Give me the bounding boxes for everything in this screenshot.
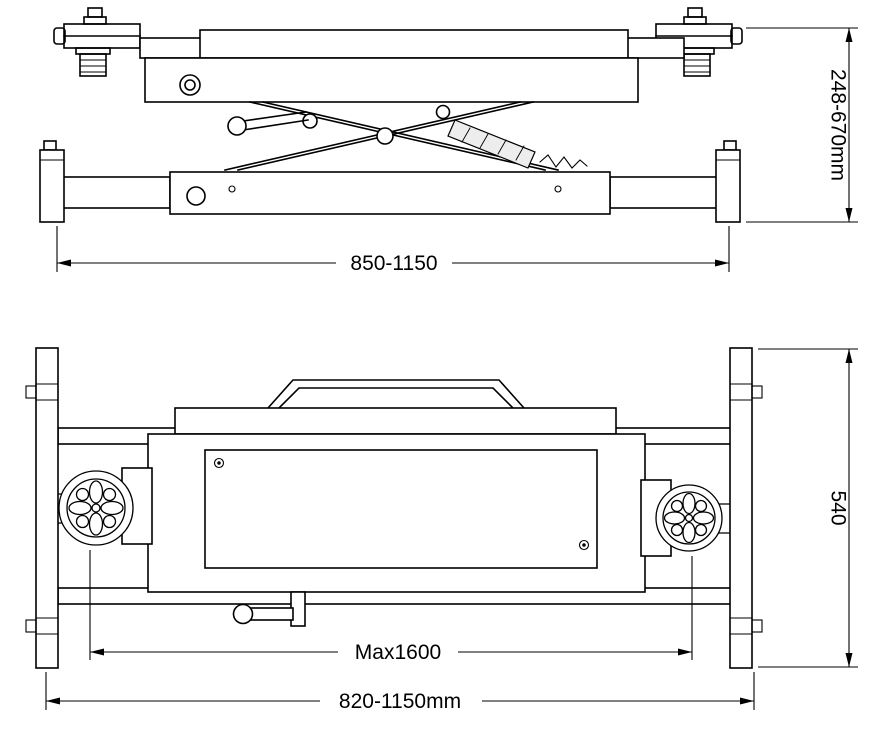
arrowhead: [740, 697, 754, 705]
side-left-end-assembly: [53, 7, 141, 77]
center-pivot-pin: [376, 127, 394, 145]
scissor-mechanism: [224, 101, 588, 171]
arrowhead: [845, 208, 853, 222]
arrowhead: [678, 648, 692, 656]
arrowhead: [845, 28, 853, 42]
dim-plan-max-span: Max1600: [89, 550, 693, 664]
clamp-screw: [751, 385, 763, 399]
dim-plan-max-span-label: Max1600: [355, 641, 441, 664]
side-upper-body: [144, 57, 639, 103]
hydraulic-cylinder: [447, 119, 536, 169]
arrowhead: [90, 648, 104, 656]
clamp-screw: [751, 619, 763, 633]
arrowhead: [46, 697, 60, 705]
left-caster-wheel: [58, 470, 134, 546]
carry-handle: [266, 379, 526, 410]
dim-side-length: 850-1150: [56, 226, 730, 275]
dim-plan-length-label: 820-1150mm: [339, 690, 461, 713]
release-lever: [227, 111, 309, 136]
dim-side-height: 248-670mm: [746, 27, 858, 223]
clamp-screw: [25, 385, 37, 399]
arrowhead: [715, 259, 729, 267]
return-spring: [539, 154, 588, 169]
clamp-screw: [25, 619, 37, 633]
side-view: [39, 7, 743, 223]
arrowhead: [845, 653, 853, 667]
side-right-end-assembly: [655, 7, 743, 77]
dim-side-length-label: 850-1150: [350, 252, 437, 275]
plan-top-rail: [174, 407, 617, 435]
dim-plan-length: 820-1150mm: [45, 672, 755, 713]
side-right-foot: [715, 140, 741, 223]
platform-screw-left: [213, 457, 225, 469]
release-knob-hole: [179, 74, 201, 96]
dim-plan-width: 540: [758, 348, 858, 668]
pump-lever: [232, 591, 306, 627]
plan-view: [25, 347, 763, 669]
right-cross-rail: [729, 347, 763, 669]
arrowhead: [57, 259, 71, 267]
dim-side-height-label: 248-670mm: [827, 69, 850, 181]
arrowhead: [845, 349, 853, 363]
dim-plan-width-label: 540: [827, 490, 850, 525]
left-cross-rail: [25, 347, 59, 669]
right-caster-wheel: [655, 484, 723, 552]
plan-platform: [204, 449, 598, 569]
cylinder-pivot-pin: [435, 104, 451, 120]
side-top-platform: [139, 29, 685, 59]
side-left-foot: [39, 140, 65, 223]
platform-screw-right: [578, 539, 590, 551]
side-bottom-beam: [169, 171, 611, 215]
